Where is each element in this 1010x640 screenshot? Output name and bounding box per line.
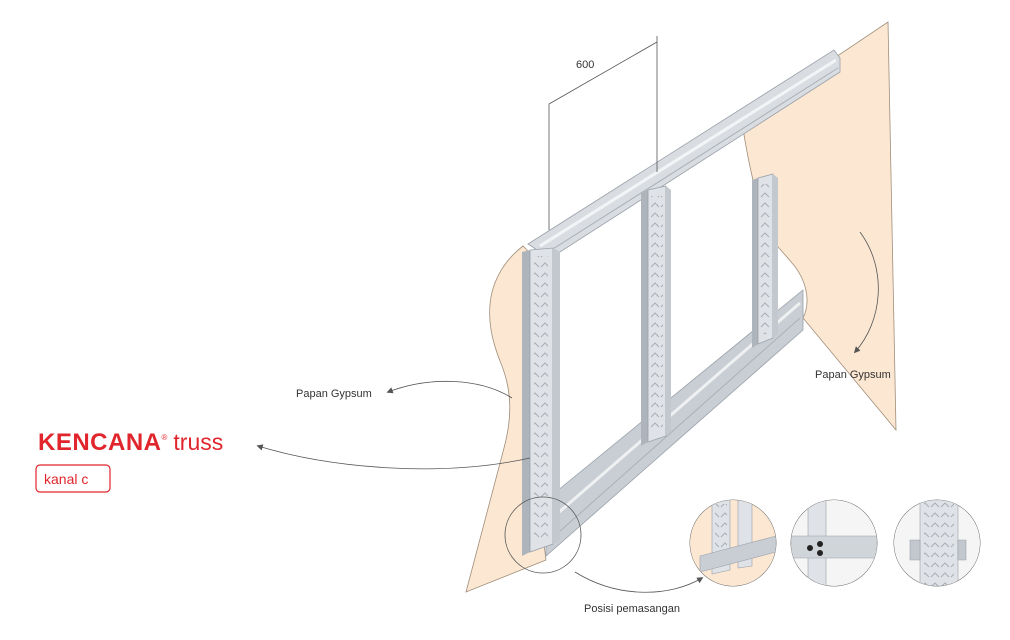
label-gypsum-left: Papan Gypsum [296,388,372,400]
arrow-gypsum-left [386,380,513,399]
brand-logo: KENCANA®truss kanal c [35,429,223,493]
dimension-label: 600 [576,59,594,71]
stud-front [522,247,560,556]
arrow-install [574,571,704,593]
arrow-gypsum-right [853,231,879,354]
product-badge [35,464,111,493]
screw-icon [807,545,813,551]
product-label: kanal c [44,471,88,487]
detail-thumb-2 [790,499,878,587]
label-install-position: Posisi pemasangan [584,603,680,615]
detail-thumb-1 [689,499,777,587]
label-gypsum-right: Papan Gypsum [815,369,891,381]
stud-back [752,173,778,348]
screw-icon [817,550,823,556]
brand-name: KENCANA®truss [38,429,223,456]
dimension-600: 600 [548,36,658,230]
arrow-brand [256,444,531,470]
stud-middle [641,185,671,446]
detail-thumb-3 [893,499,981,587]
detail-circle [504,496,582,574]
screw-icon [817,541,823,547]
